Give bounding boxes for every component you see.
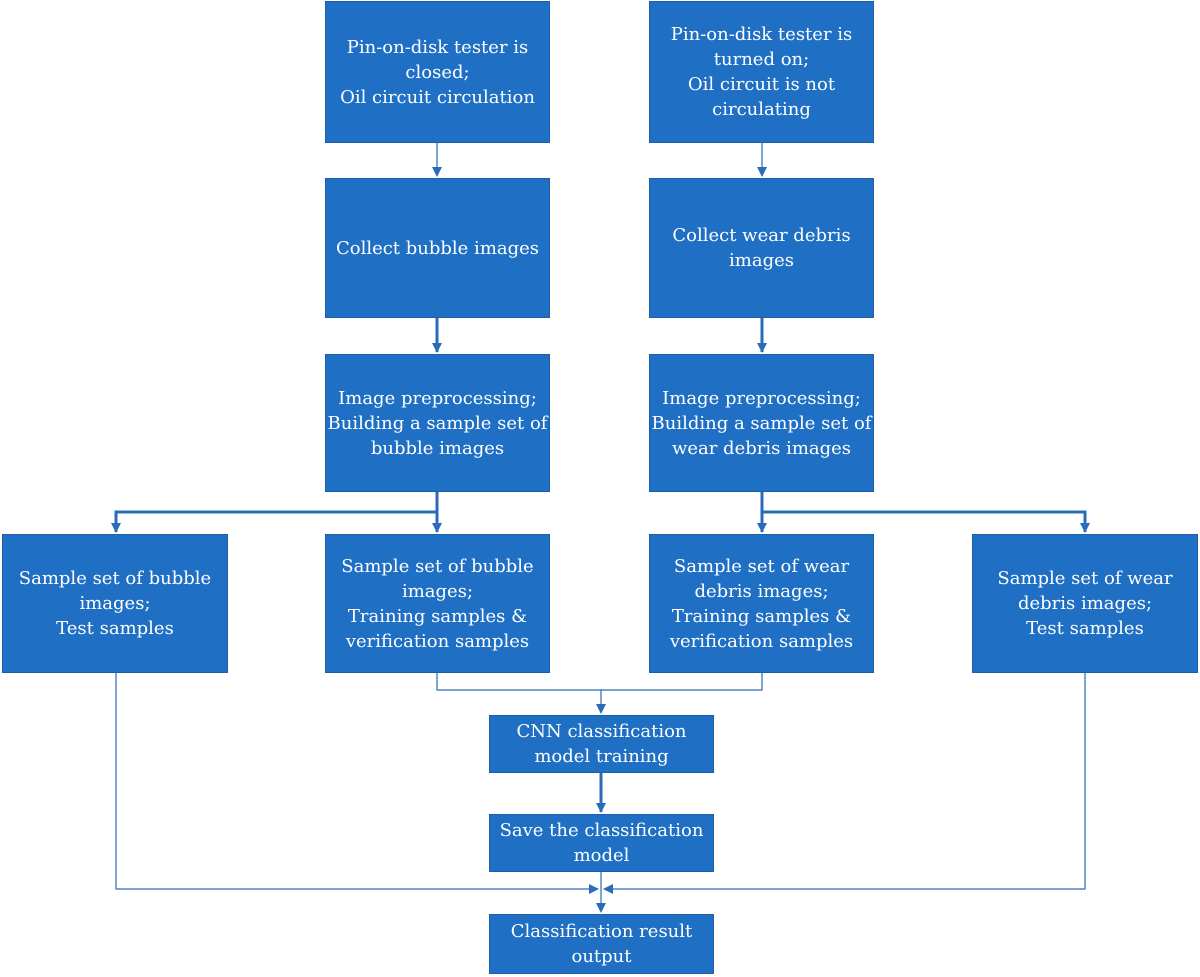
box-text-line: verification samples xyxy=(669,630,854,652)
box-text-line: wear debris images xyxy=(671,437,852,459)
arrow-debris-train-to-cnn xyxy=(601,673,763,691)
box-text-line: images; xyxy=(79,593,151,614)
box-text-line: Oil circuit is not xyxy=(687,74,836,95)
box-cnn-training: CNN classification model training xyxy=(489,715,714,773)
box-text-line: closed; xyxy=(405,61,470,83)
arrow-bubble-test-to-result xyxy=(115,673,599,894)
box-text-line: Classification result xyxy=(510,921,693,942)
box-debris-start: Pin-on-disk tester is turned on; Oil cir… xyxy=(649,1,874,143)
box-debris-test: Sample set of wear debris images; Test s… xyxy=(972,534,1198,673)
box-text-line: bubble images xyxy=(370,437,505,459)
box-text-line: model xyxy=(573,845,630,866)
box-text-line: Sample set of bubble xyxy=(341,555,534,577)
box-bubble-start: Pin-on-disk tester is closed; Oil circui… xyxy=(325,1,550,143)
box-text-line: Collect wear debris xyxy=(672,225,851,246)
box-text-line: Pin-on-disk tester is xyxy=(346,36,529,58)
box-text-line: turned on; xyxy=(713,49,810,70)
box-bubble-test: Sample set of bubble images; Test sample… xyxy=(2,534,228,673)
box-text-line: Building a sample set of xyxy=(651,412,872,434)
box-bubble-preprocess: Image preprocessing; Building a sample s… xyxy=(325,354,550,492)
box-text-line: Building a sample set of xyxy=(327,412,548,434)
box-text-line: Image preprocessing; xyxy=(662,387,861,409)
box-text-line: Training samples & xyxy=(671,605,852,627)
arrow-debris-test-to-result xyxy=(603,673,1086,894)
box-text-line: images xyxy=(729,250,794,271)
box-bubble-collect: Collect bubble images xyxy=(325,178,550,318)
box-result-output: Classification result output xyxy=(489,914,714,974)
box-bubble-train: Sample set of bubble images; Training sa… xyxy=(325,534,550,673)
box-text-line: CNN classification xyxy=(516,721,687,742)
box-text-line: debris images; xyxy=(1017,593,1153,614)
box-debris-preprocess: Image preprocessing; Building a sample s… xyxy=(649,354,874,492)
box-text-line: Pin-on-disk tester is xyxy=(670,24,853,45)
box-text-line: output xyxy=(571,946,632,967)
arrow-bubble-train-to-cnn xyxy=(436,673,606,714)
box-text-line: Training samples & xyxy=(347,605,528,627)
box-debris-collect: Collect wear debris images xyxy=(649,178,874,318)
box-text-line: debris images; xyxy=(694,580,829,602)
box-text-line: circulating xyxy=(712,99,811,120)
box-text-line: Collect bubble images xyxy=(335,237,540,259)
box-debris-train: Sample set of wear debris images; Traini… xyxy=(649,534,874,673)
box-text-line: Test samples xyxy=(1026,618,1144,639)
box-text-line: images; xyxy=(401,580,474,602)
box-text-line: model training xyxy=(534,746,669,767)
box-text-line: Image preprocessing; xyxy=(338,387,537,409)
arrow-debris-preprocess-branch xyxy=(760,492,1090,533)
box-text-line: Sample set of bubble xyxy=(18,568,212,589)
box-text-line: Sample set of wear xyxy=(997,568,1173,589)
box-text-line: verification samples xyxy=(345,630,530,652)
box-text-line: Sample set of wear xyxy=(673,555,850,577)
box-save-model: Save the classification model xyxy=(489,814,714,872)
box-text-line: Test samples xyxy=(56,618,174,639)
arrow-bubble-preprocess-branch xyxy=(111,492,439,533)
box-text-line: Save the classification xyxy=(499,820,704,841)
box-text-line: Oil circuit circulation xyxy=(340,86,535,108)
